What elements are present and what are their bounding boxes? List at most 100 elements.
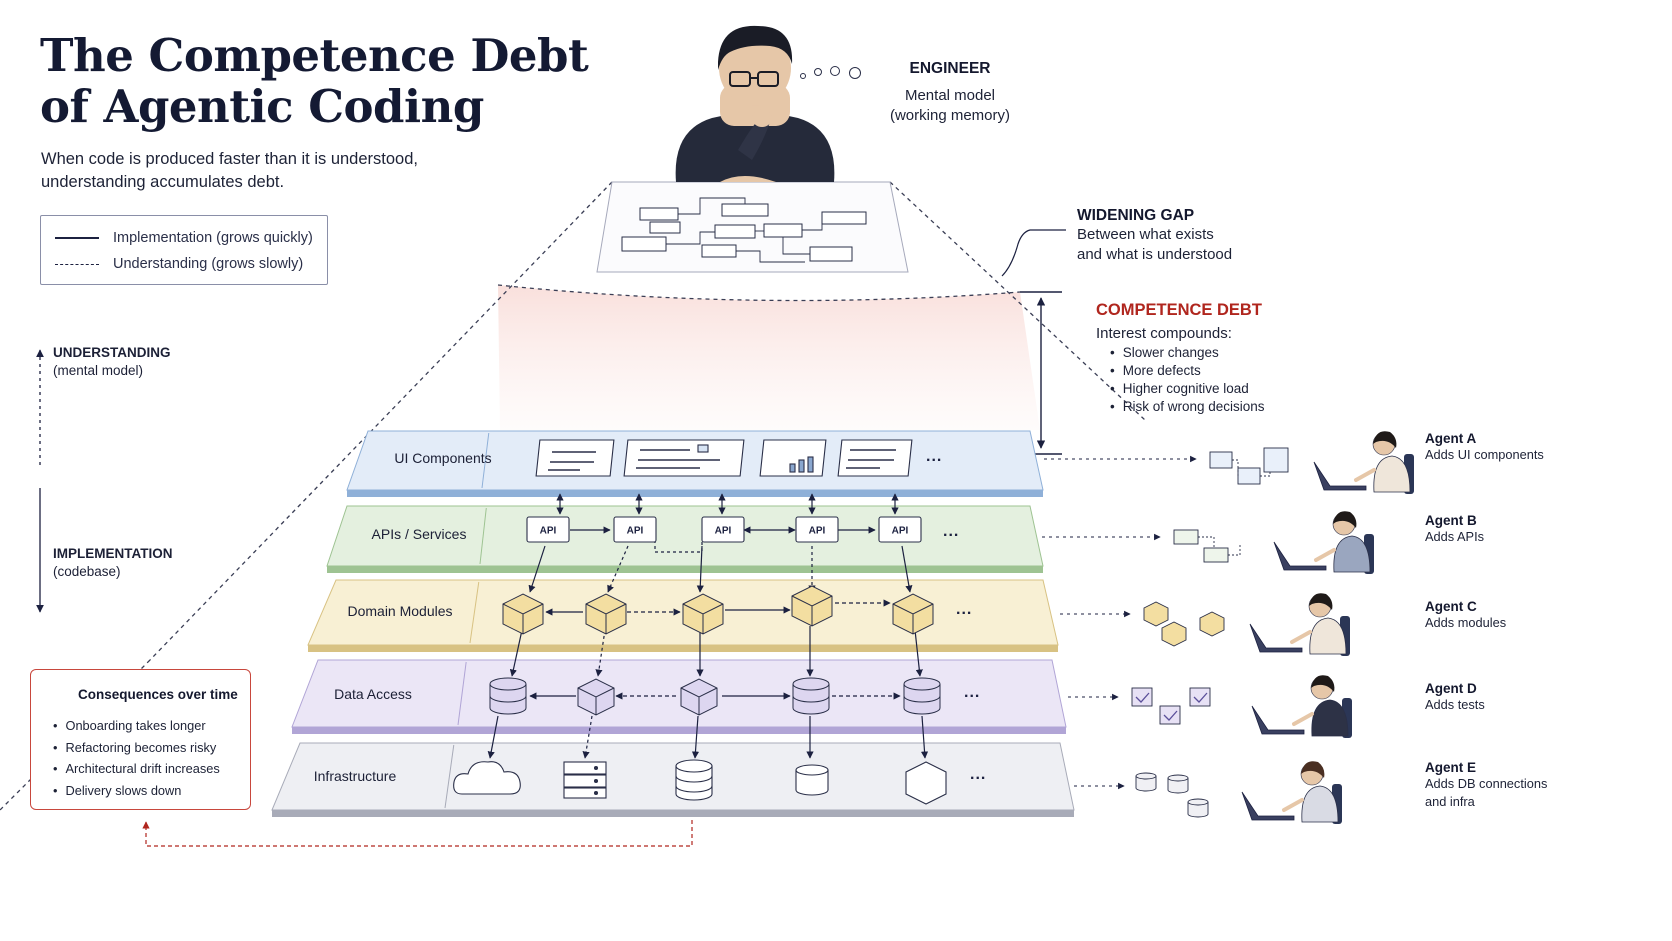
list-item: Slower changes (1110, 344, 1265, 362)
api-box (701, 516, 745, 543)
title-line-1: The Competence Debt (40, 29, 589, 82)
data-more-ellipsis: ... (964, 684, 981, 701)
list-item: Higher cognitive load (1110, 380, 1265, 398)
api-label: API (627, 526, 644, 537)
consequences-box: Consequences over time Onboarding takes … (30, 669, 251, 810)
agent-e-name: Agent E (1425, 760, 1477, 775)
api-box (878, 516, 922, 543)
api-boxes: APIAPIAPIAPIAPIAPIAPI (526, 516, 1222, 560)
list-item: Delivery slows down (53, 780, 220, 802)
api-label: API (540, 526, 557, 537)
axis-implementation-sub: (codebase) (53, 564, 121, 579)
infrastructure-icons (453, 759, 947, 805)
legend-understanding-label: Understanding (grows slowly) (113, 256, 304, 272)
storage-icon (795, 764, 829, 796)
layer-label-domain: Domain Modules (347, 603, 453, 619)
agent-c-figure (1249, 593, 1350, 656)
agent-b-desc: Adds APIs (1425, 529, 1485, 544)
agent-c-desc: Adds modules (1425, 615, 1507, 630)
agent-a-name: Agent A (1425, 431, 1477, 446)
api-box (795, 516, 839, 543)
agent-b-figure (1273, 511, 1374, 574)
hexagon-icon (905, 761, 947, 805)
agent-d-label: Agent D Adds tests (1425, 681, 1485, 714)
api-box (526, 516, 570, 543)
feedback-arrow (142, 820, 693, 847)
consequences-title: Consequences over time (78, 687, 238, 702)
engineer-label: ENGINEER Mental model (working memory) (880, 60, 1020, 126)
layer-apis-services (326, 505, 1044, 573)
api-label: API (809, 526, 826, 537)
agent-d-name: Agent D (1425, 681, 1477, 696)
layer-edge (272, 810, 1074, 817)
agent-a-desc: Adds UI components (1425, 447, 1544, 462)
title-line-2: of Agentic Coding (40, 80, 484, 133)
solid-line-swatch (55, 237, 99, 239)
gap-title: WIDENING GAP (1077, 207, 1195, 224)
engineer-line-1: Mental model (904, 87, 996, 104)
axis-understanding-title: UNDERSTANDING (53, 345, 171, 360)
agent-b-label: Agent B Adds APIs (1425, 513, 1484, 546)
agent-figures (1241, 431, 1414, 824)
page-title: The Competence Debt of Agentic Coding (40, 29, 589, 133)
competence-debt-list: Slower changes More defects Higher cogni… (1110, 344, 1265, 416)
layer-divider (469, 581, 480, 644)
list-item: More defects (1110, 362, 1265, 380)
axis-understanding-sub: (mental model) (53, 363, 144, 378)
api-more-ellipsis: ... (943, 523, 960, 540)
agent-a-figure (1313, 431, 1414, 494)
agent-artifacts (1131, 447, 1289, 818)
dashed-line-swatch (55, 263, 99, 265)
mental-model-plane (596, 181, 909, 273)
axis-implementation-title: IMPLEMENTATION (53, 546, 173, 561)
gap-line-2: and what is understood (1077, 246, 1233, 263)
agent-b-name: Agent B (1425, 513, 1477, 528)
consequences-list: Onboarding takes longer Refactoring beco… (53, 715, 220, 802)
domain-more-ellipsis: ... (956, 601, 973, 618)
agent-e-desc-2: and infra (1425, 794, 1475, 809)
horizontal-links (529, 526, 901, 700)
layer-edge (327, 566, 1043, 573)
layer-edge (347, 490, 1043, 497)
gap-leader (1001, 229, 1066, 277)
database-icon (675, 759, 713, 801)
api-label: API (892, 526, 909, 537)
engineer-title: ENGINEER (909, 60, 991, 77)
list-item: Refactoring becomes risky (53, 737, 220, 759)
domain-cubes (502, 585, 934, 635)
architecture-layers (271, 430, 1075, 817)
api-box (613, 516, 657, 543)
layer-divider (481, 432, 490, 489)
list-item: Risk of wrong decisions (1110, 398, 1265, 416)
legend-row-understanding: Understanding (grows slowly) (55, 256, 303, 272)
layer-edge (308, 645, 1058, 652)
layer-divider (479, 507, 487, 565)
layer-divider (444, 744, 455, 809)
agent-a-label: Agent A Adds UI components (1425, 431, 1544, 464)
agent-e-desc-1: Adds DB connections (1425, 776, 1548, 791)
dependency-arrows (487, 493, 929, 759)
cloud-icon (453, 761, 521, 795)
layer-edge (292, 727, 1066, 734)
agent-arrows (1042, 455, 1197, 790)
layer-label-data: Data Access (334, 686, 412, 702)
layer-data-access (291, 659, 1067, 734)
subtitle: When code is produced faster than it is … (41, 148, 418, 194)
thought-bubbles (800, 66, 861, 79)
api-label: API (715, 526, 732, 537)
engineer-figure (675, 25, 835, 182)
layer-label-apis: APIs / Services (371, 526, 467, 542)
legend-implementation-label: Implementation (grows quickly) (113, 230, 313, 246)
list-item: Architectural drift increases (53, 758, 219, 780)
layer-label-ui: UI Components (394, 450, 492, 466)
subtitle-line-1: When code is produced faster than it is … (41, 150, 418, 168)
axis-implementation: IMPLEMENTATION (codebase) (53, 545, 173, 581)
agent-d-desc: Adds tests (1425, 697, 1485, 712)
legend-row-implementation: Implementation (grows quickly) (55, 230, 313, 246)
agent-c-label: Agent C Adds modules (1425, 599, 1506, 632)
axis-understanding: UNDERSTANDING (mental model) (53, 344, 171, 380)
layer-label-infra: Infrastructure (313, 768, 397, 784)
gap-line-1: Between what exists (1077, 226, 1214, 243)
widening-gap-label: WIDENING GAP Between what exists and wha… (1077, 207, 1232, 265)
